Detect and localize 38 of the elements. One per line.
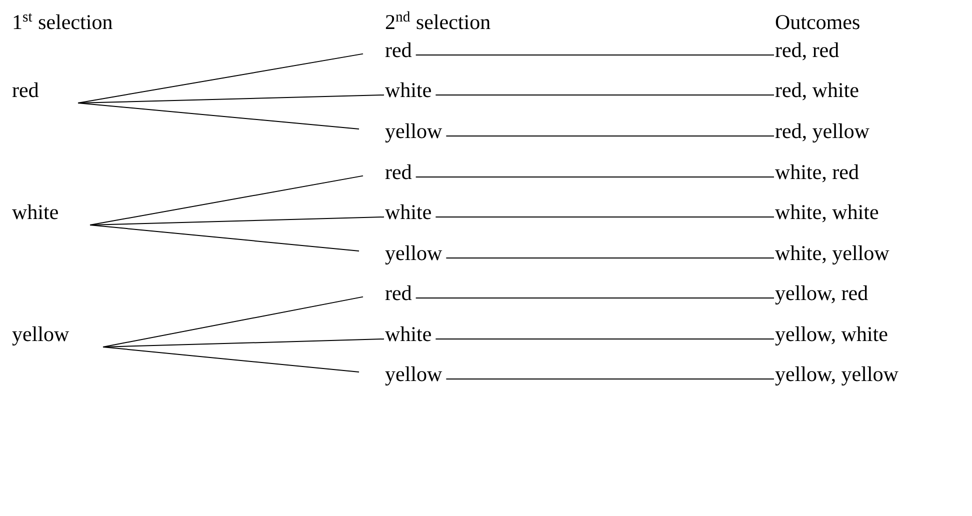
tree-label: yellow <box>385 366 442 386</box>
branch-line <box>446 378 774 380</box>
tree-label: white <box>385 204 431 220</box>
branch-line <box>415 54 774 56</box>
branch-line <box>78 102 360 130</box>
tree-label: white <box>385 326 431 342</box>
branch-line <box>435 338 774 340</box>
tree-label: white, yellow <box>775 245 890 265</box>
branch-line <box>90 216 384 226</box>
tree-label: white <box>12 204 58 220</box>
column-heading: Outcomes <box>776 15 860 30</box>
column-heading: 2$^{nd}$ selection <box>386 11 490 30</box>
tree-label: yellow, white <box>775 326 888 346</box>
branch-line <box>435 216 774 218</box>
branch-line <box>90 224 360 252</box>
tree-label: red <box>385 164 412 180</box>
tree-label: white <box>385 82 431 98</box>
tree-label: red <box>385 285 412 300</box>
branch-line <box>90 175 364 226</box>
branch-line <box>415 176 774 178</box>
tree-label: yellow <box>12 326 70 346</box>
tree-label: red, yellow <box>775 123 870 143</box>
column-heading: 1$^{st}$ selection <box>14 13 112 30</box>
tree-label: white, white <box>775 204 878 222</box>
tree-label: yellow <box>385 245 442 265</box>
tree-label: yellow, red <box>775 285 868 305</box>
branch-line <box>102 346 360 372</box>
branch-line <box>435 94 774 96</box>
tree-label: yellow, yellow <box>775 366 898 386</box>
tree-label: red, red <box>775 42 839 60</box>
tree-label: white, red <box>775 164 859 182</box>
tree-label: yellow <box>385 123 442 143</box>
branch-line <box>78 53 364 104</box>
tree-label: red <box>12 82 39 98</box>
branch-line <box>102 338 384 348</box>
tree-label: red, white <box>775 82 858 100</box>
tree-label: red <box>385 42 412 58</box>
branch-line <box>102 296 364 348</box>
